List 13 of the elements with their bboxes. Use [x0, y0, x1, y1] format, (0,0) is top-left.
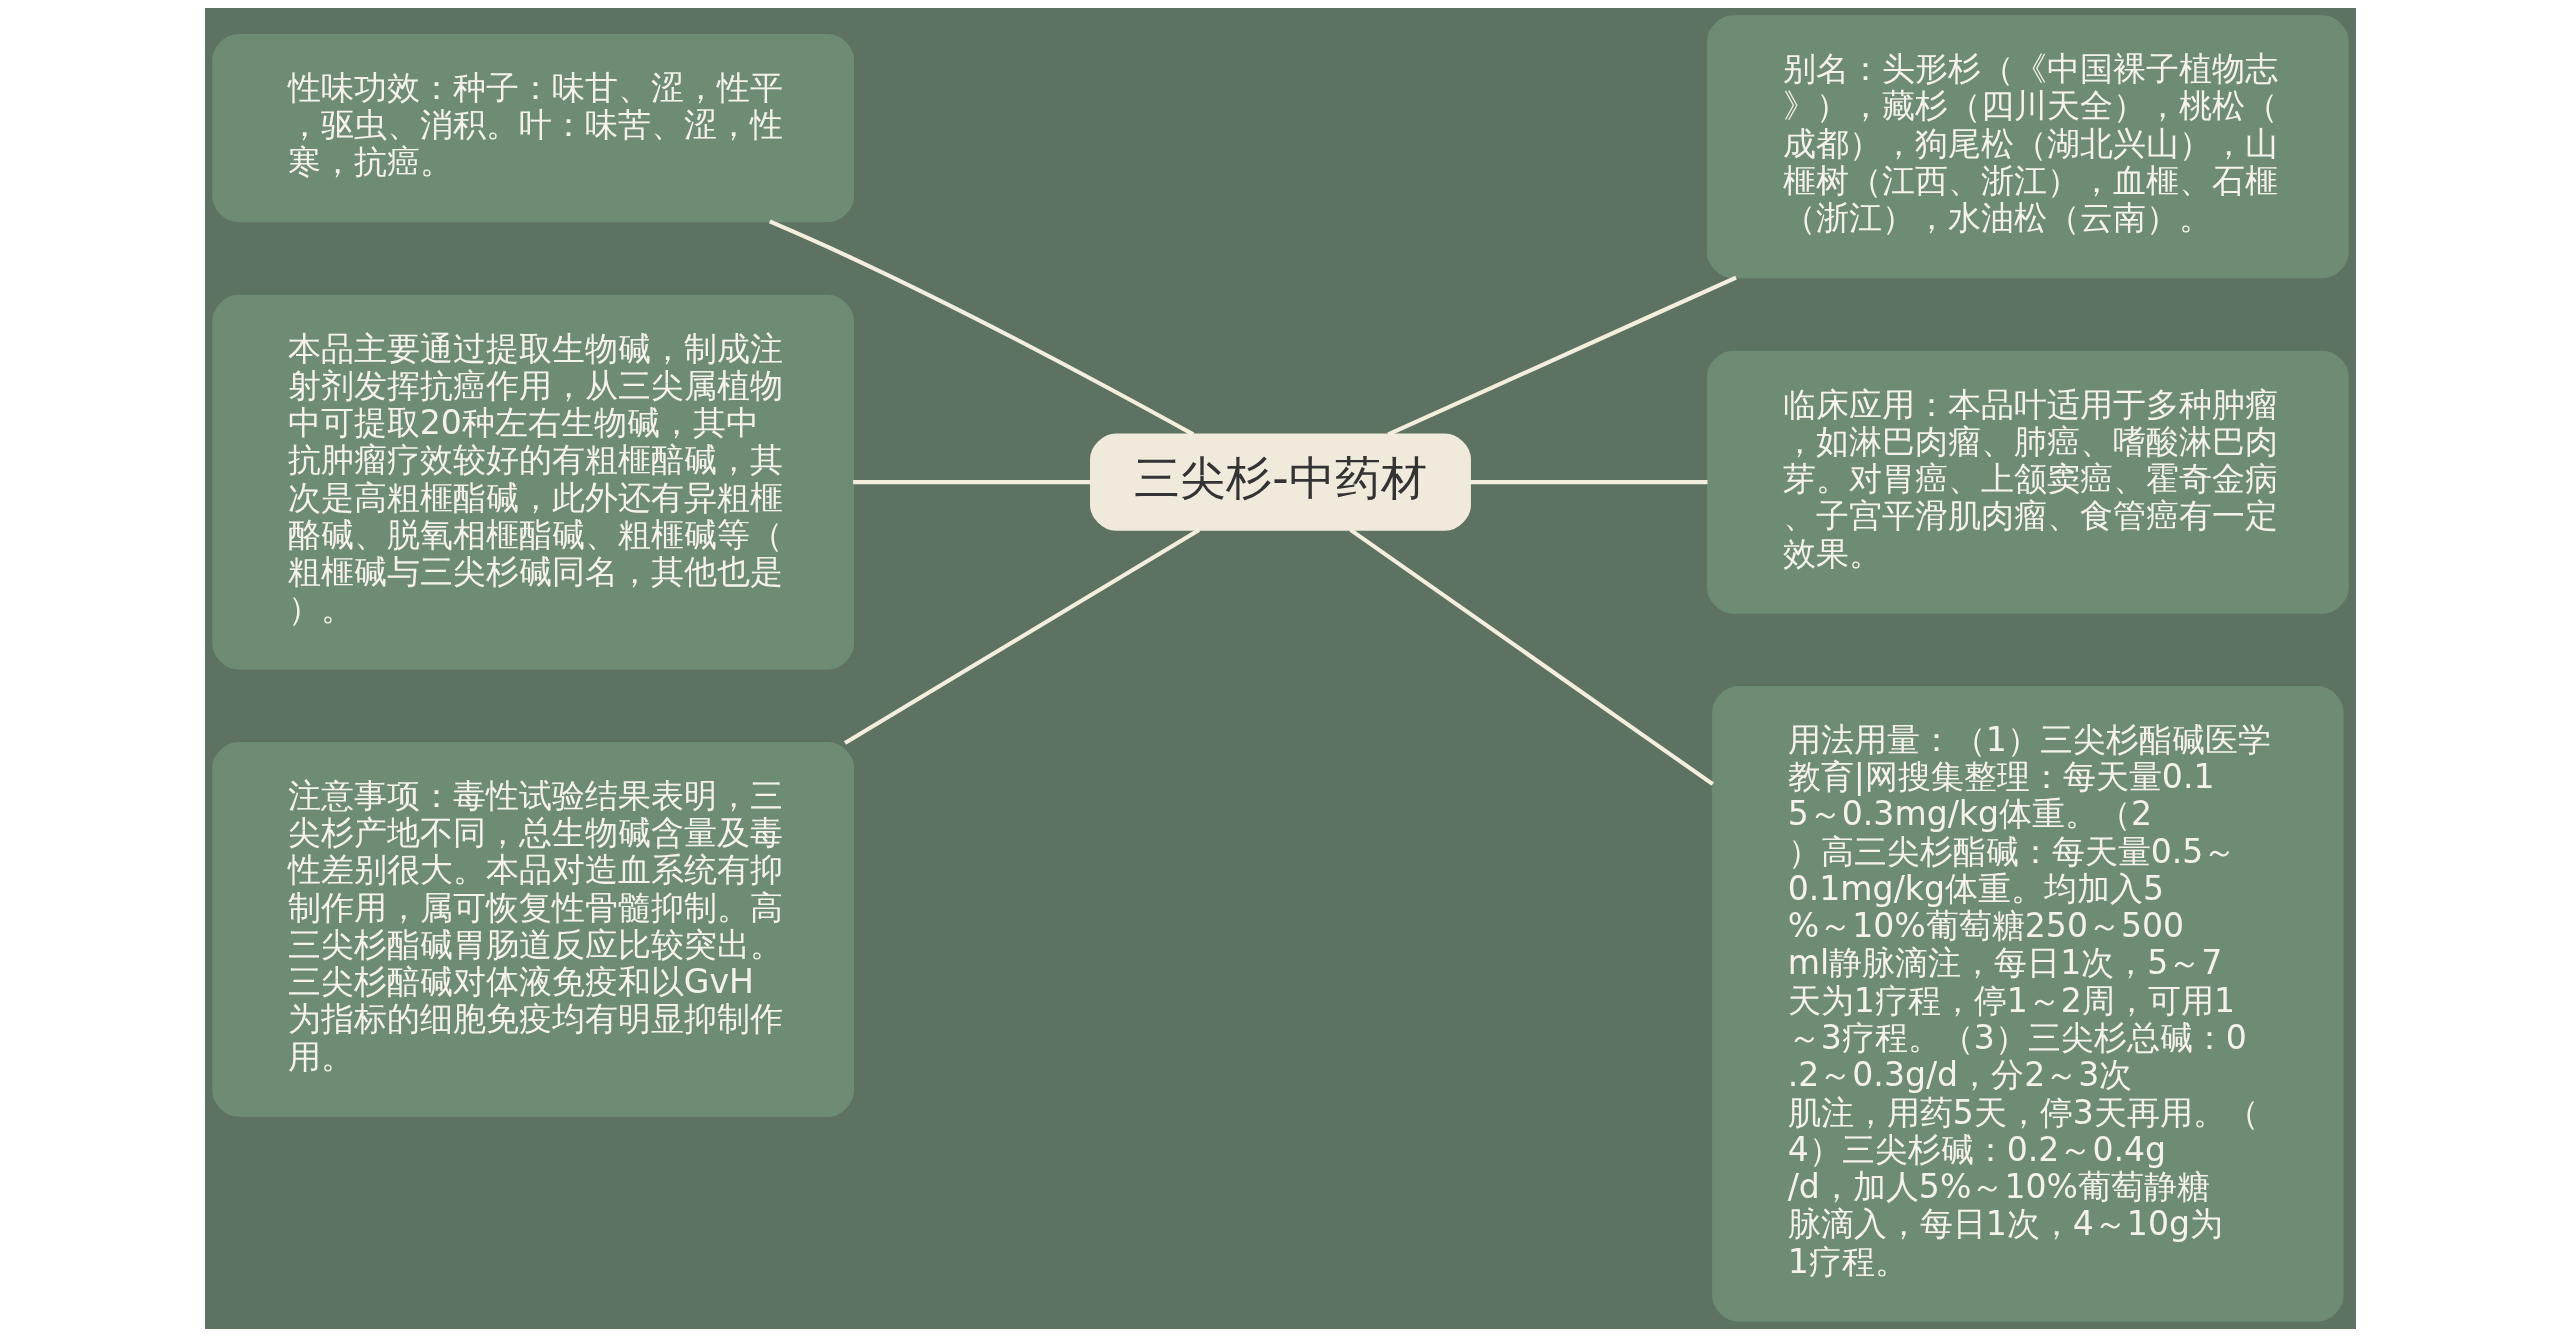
node-box: 临床应用：本品叶适用于多种肿瘤，如淋巴肉瘤、肺癌、嗜酸淋巴肉芽。对胃癌、上颔窦癌、霍奇金病、子宫平滑肌肉瘤、食管癌有一定效果。 — [1706, 350, 2349, 614]
node-box: 用法用量：（1）三尖杉酯碱医学教育|网搜集整理：每天量0.15～0.3mg/kg体重。（2）高三尖杉酯碱：每天量0.5～0.1mg/kg体重。均加入5%～10%葡萄糖250～500ml静脉滴注，每日1次，5～7天为1疗程，停1～2周，可用1～3疗程。（3）三尖杉总碱：0.2～0.3g/d，分2～3次肌注，用药5天，停3天再用。（4）三尖杉碱：0.2～0.4g/d，加人5%～10%葡萄静糖脉滴入，每日1次，4～10g为1疗程。 — [1711, 686, 2344, 1322]
node-box: 本品主要通过提取生物碱，制成注射剂发挥抗癌作用，从三尖属植物中可提取20种左右生物碱，其中抗肿瘤疗效较好的有粗榧醅碱，其次是高粗榧酯碱，此外还有异粗榧酪碱、脱氧相榧酯碱、粗榧碱等（粗榧碱与三尖杉碱同名，其他也是）。 — [211, 294, 854, 670]
connector — [852, 480, 1091, 485]
node-box: 注意事项：毒性试验结果表明，三尖杉产地不同，总生物碱含量及毒性差别很大。本品对造血系统有抑制作用，属可恢复性骨髓抑制。高三尖杉酯碱胃肠道反应比较突出。三尖杉醅碱对体液免疫和以GvH为指标的细胞免疫均有明显抑制作用。 — [211, 742, 854, 1117]
node-box: 三尖杉-中药材 — [1089, 433, 1471, 531]
node-box: 性味功效：种子：味甘、涩，性平，驱虫、消积。叶：味苦、涩，性寒，抗癌。 — [211, 33, 854, 223]
connector — [843, 528, 1200, 745]
node-box: 别名：头形杉（《中国裸子植物志》），藏杉（四川天全），桃松（成都），狗尾松（湖北兴山），山榧树（江西、浙江），血榧、石榧（浙江），水油松（云南）。 — [1706, 15, 2349, 279]
connector — [1348, 528, 1714, 786]
connector — [768, 219, 1194, 437]
connector — [1386, 275, 1737, 437]
connector — [1469, 480, 1707, 485]
